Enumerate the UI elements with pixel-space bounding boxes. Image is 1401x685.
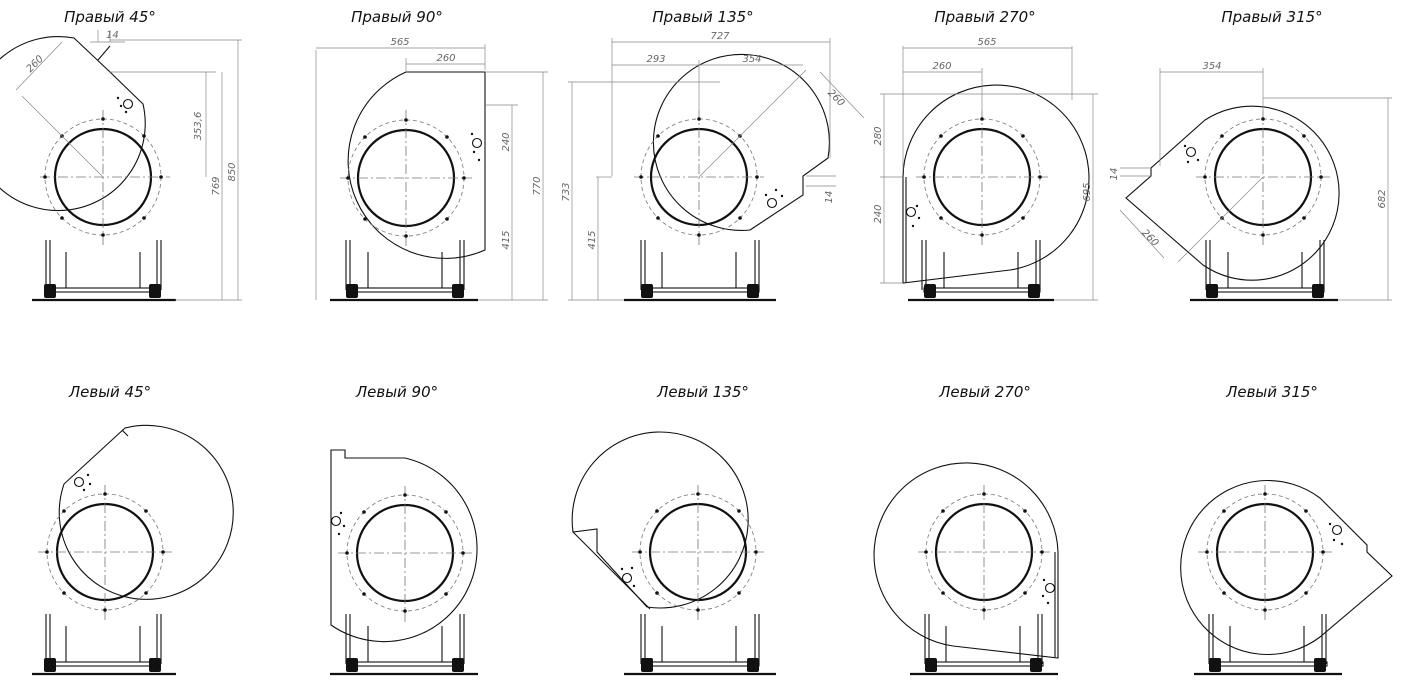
dimension-label: 769 (211, 176, 222, 195)
fan-housing-outline (652, 53, 830, 231)
view-left-315: Левый 315° (1180, 383, 1393, 676)
dimension-label: 240 (873, 204, 884, 223)
view-caption: Левый 45° (68, 383, 151, 401)
drain-port (330, 515, 342, 527)
fan-support-frame (1194, 614, 1342, 676)
dimension-label: 293 (646, 54, 665, 65)
fan-housing-outline (873, 462, 1059, 659)
dimension-label: 733 (561, 182, 572, 201)
view-caption: Левый 90° (355, 383, 438, 401)
fan-housing-outline (571, 431, 749, 609)
dimension-label: 240 (501, 132, 512, 151)
fan-housing-outline (902, 84, 1090, 284)
fan-support-frame (330, 614, 478, 676)
drain-port (471, 137, 483, 149)
dimension-label: 260 (932, 61, 951, 72)
view-right-315: Правый 315° 354 14 260 682 (1109, 8, 1392, 302)
dimension-label: 565 (977, 37, 996, 48)
view-caption: Правый 135° (652, 8, 753, 26)
drain-port (1044, 582, 1056, 594)
dimension-label: 682 (1377, 189, 1388, 208)
view-caption: Левый 315° (1225, 383, 1318, 401)
view-right-270: Правый 270° 565 260 280 240 695 (873, 8, 1098, 302)
fan-support-frame (32, 614, 176, 676)
view-right-45: Правый 45° 260 14 353,6 769 850 (0, 8, 242, 302)
view-caption: Правый 270° (934, 8, 1035, 26)
view-left-45: Левый 45° (32, 383, 234, 676)
view-caption: Правый 90° (351, 8, 443, 26)
drain-port (73, 476, 85, 488)
fan-housing-outline (58, 424, 234, 600)
view-caption: Левый 270° (938, 383, 1031, 401)
dimension-label: 850 (227, 162, 238, 181)
view-caption: Правый 315° (1221, 8, 1322, 26)
view-right-90: Правый 90° 565 260 240 415 770 (315, 8, 548, 302)
dimension-lines (880, 46, 1098, 301)
fan-support-frame (624, 614, 776, 676)
fan-support-frame (330, 240, 478, 302)
dimension-label: 415 (587, 230, 598, 249)
view-right-135: Правый 135° 727 293 354 260 733 415 (561, 8, 865, 302)
dimension-label: 354 (742, 54, 761, 65)
fan-support-frame (1190, 240, 1338, 302)
drain-port (766, 197, 778, 209)
dimension-label: 353,6 (193, 112, 204, 141)
dimension-lines (1119, 68, 1392, 301)
dimension-lines (568, 38, 865, 301)
dimension-lines (15, 30, 242, 301)
dimension-lines (315, 44, 548, 301)
fan-housing-outline (330, 449, 478, 643)
drain-port (1331, 524, 1343, 536)
fan-support-frame (32, 240, 176, 302)
dimension-label: 565 (390, 37, 409, 48)
view-left-135: Левый 135° (571, 383, 776, 676)
dimension-label: 260 (25, 54, 46, 75)
drain-port (1185, 146, 1197, 158)
fan-support-frame (624, 240, 776, 302)
dimension-label: 260 (825, 88, 846, 109)
fan-support-frame (910, 614, 1058, 676)
view-caption: Левый 135° (656, 383, 749, 401)
dimension-label: 415 (501, 230, 512, 249)
fan-support-frame (908, 240, 1054, 302)
dimension-label: 727 (710, 31, 730, 42)
view-left-90: Левый 90° (330, 383, 478, 676)
dimension-label: 14 (106, 30, 119, 41)
fan-housing-outline (1180, 479, 1393, 656)
drain-port (122, 98, 134, 110)
drain-port (621, 572, 633, 584)
view-left-270: Левый 270° (873, 383, 1059, 676)
view-caption: Правый 45° (64, 8, 156, 26)
drain-port (905, 206, 917, 218)
fan-housing-outline (347, 71, 486, 259)
dimension-label: 280 (873, 126, 884, 145)
dimension-label: 260 (436, 53, 455, 64)
dimension-label: 354 (1202, 61, 1221, 72)
dimension-label: 260 (1139, 228, 1160, 249)
dimension-label: 14 (824, 191, 835, 204)
dimension-label: 770 (532, 176, 543, 195)
dimension-label: 14 (1109, 168, 1120, 181)
dimension-label: 695 (1082, 182, 1093, 201)
fan-housing-outline (0, 36, 146, 212)
fan-housing-outline (1125, 105, 1340, 281)
